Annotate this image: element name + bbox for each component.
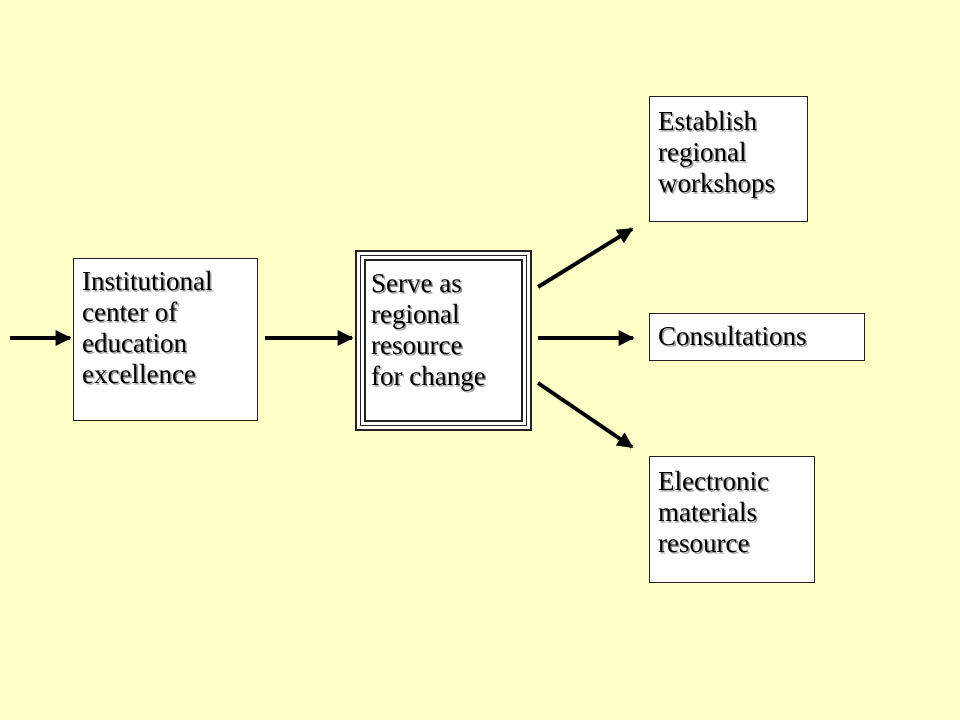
node-label-line: for change <box>371 361 486 391</box>
node-label-line: Consultations <box>658 321 807 351</box>
node-label-line: regional <box>658 137 747 167</box>
node-label-line: Serve as <box>371 268 462 298</box>
node-label-line: Institutional <box>82 266 213 296</box>
node-label-line: workshops <box>658 168 776 198</box>
node-electronic-box <box>649 456 815 583</box>
node-label-line: Establish <box>658 106 757 136</box>
arrow-serve-to-electronic <box>536 381 634 449</box>
node-institutional-box <box>73 258 258 421</box>
node-label-line: resource <box>658 528 750 558</box>
node-label-line: resource <box>371 330 463 360</box>
node-label-line: education <box>82 328 187 358</box>
node-consultations-label: Consultations <box>658 321 807 352</box>
node-electronic-label: Electronic materials resource <box>658 466 769 559</box>
node-serve-box <box>355 250 532 431</box>
node-institutional-label: Institutional center of education excell… <box>82 266 213 390</box>
node-label-line: center of <box>82 297 178 327</box>
node-label-line: Electronic <box>658 466 769 496</box>
node-consultations-box <box>649 313 865 361</box>
arrow-serve-to-workshops <box>536 227 634 289</box>
node-serve-frame-mid <box>360 255 527 426</box>
node-serve-label: Serve as regional resource for change <box>371 268 486 392</box>
node-serve-frame-inner <box>364 259 523 422</box>
node-label-line: materials <box>658 497 757 527</box>
node-workshops-box <box>649 96 808 222</box>
node-workshops-label: Establish regional workshops <box>658 106 775 199</box>
node-label-line: excellence <box>82 359 196 389</box>
node-label-line: regional <box>371 299 460 329</box>
